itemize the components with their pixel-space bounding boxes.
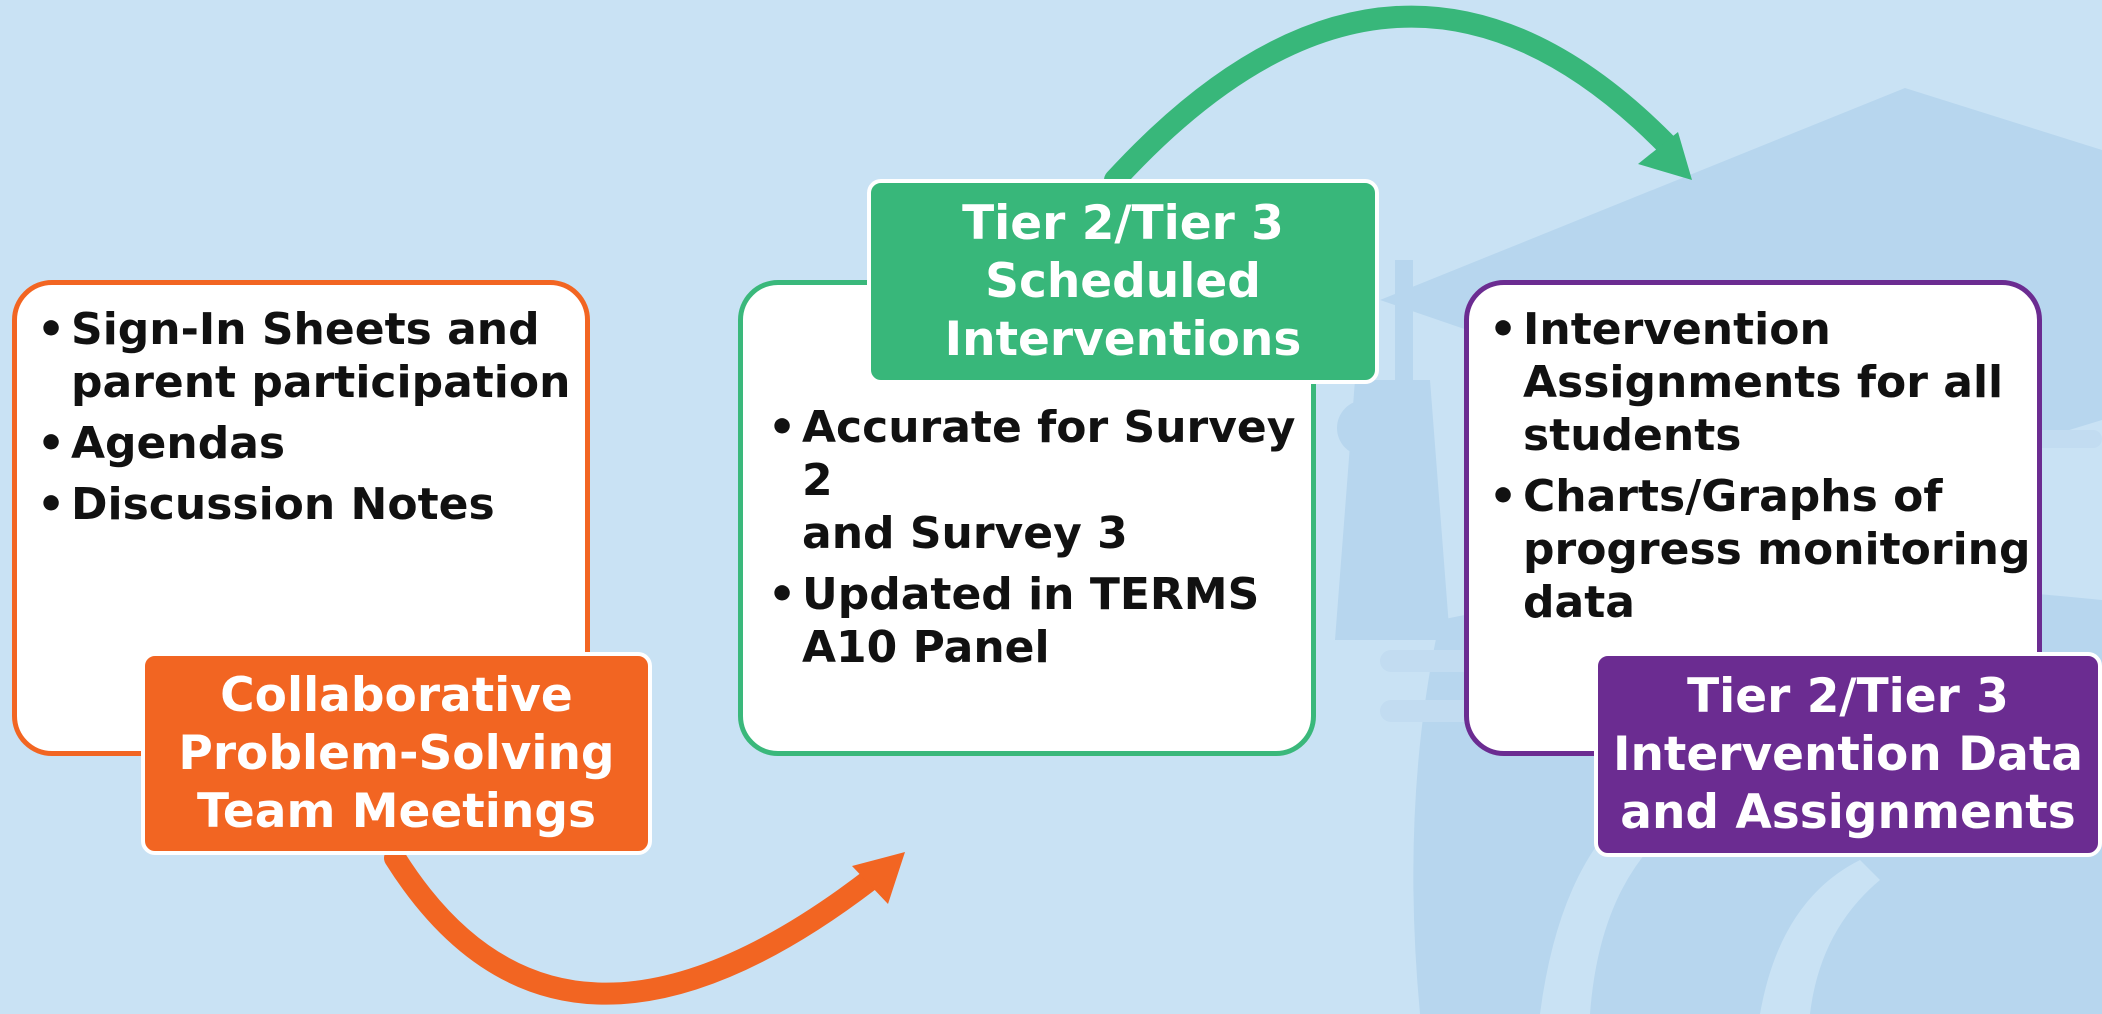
step-2-bullet-1: Accurate for Survey 2 and Survey 3 xyxy=(768,401,1311,560)
step-3-bullet-2-line-1: Charts/Graphs of xyxy=(1523,471,1943,522)
step-2-title-line-1: Tier 2/Tier 3 xyxy=(962,195,1284,251)
step-2-title: Tier 2/Tier 3 Scheduled Interventions xyxy=(867,179,1379,384)
step-2-bullet-1-line-2: and Survey 3 xyxy=(802,508,1128,559)
step-3-bullet-2-line-3: data xyxy=(1523,577,1635,628)
step-1-bullet-1-line-2: parent participation xyxy=(71,357,571,408)
step-1-title: Collaborative Problem-Solving Team Meeti… xyxy=(141,652,652,855)
step-1-bullet-1: Sign-In Sheets and parent participation xyxy=(37,303,570,409)
step-3-bullet-1-line-1: Intervention xyxy=(1523,304,1831,355)
step-3-title: Tier 2/Tier 3 Intervention Data and Assi… xyxy=(1594,652,2102,857)
green-curved-arrow xyxy=(1104,5,1681,191)
step-1-bullet-1-line-1: Sign-In Sheets and xyxy=(71,304,540,355)
step-3-title-line-3: and Assignments xyxy=(1620,784,2076,840)
step-1-bullet-3: Discussion Notes xyxy=(37,478,570,531)
step-3-bullet-2: Charts/Graphs of progress monitoring dat… xyxy=(1489,470,2031,629)
step-1-title-line-2: Problem-Solving xyxy=(178,725,615,781)
step-3-bullet-1: Intervention Assignments for all student… xyxy=(1489,303,2031,462)
green-arrowhead xyxy=(1638,132,1692,180)
step-2-bullet-2: Updated in TERMS A10 Panel xyxy=(768,568,1311,674)
step-2-bullet-2-line-2: A10 Panel xyxy=(802,622,1050,673)
step-1-bullet-3-line-1: Discussion Notes xyxy=(71,479,495,530)
step-3-title-line-1: Tier 2/Tier 3 xyxy=(1687,668,2009,724)
step-3-title-line-2: Intervention Data xyxy=(1612,726,2084,782)
step-3-bullet-list: Intervention Assignments for all student… xyxy=(1489,303,2031,629)
step-2-bullet-list: Accurate for Survey 2 and Survey 3 Updat… xyxy=(768,401,1311,674)
orange-curved-arrow xyxy=(384,847,886,1005)
step-1-bullet-list: Sign-In Sheets and parent participation … xyxy=(37,303,570,531)
step-1-title-line-1: Collaborative xyxy=(220,667,573,723)
step-2-title-line-2: Scheduled xyxy=(985,253,1261,309)
step-3-bullet-1-line-3: students xyxy=(1523,410,1742,461)
step-1-bullet-2: Agendas xyxy=(37,417,570,470)
step-2-title-line-3: Interventions xyxy=(944,311,1302,367)
step-1-title-line-3: Team Meetings xyxy=(197,783,596,839)
step-2-bullet-1-line-1: Accurate for Survey 2 xyxy=(802,402,1296,506)
step-3-bullet-2-line-2: progress monitoring xyxy=(1523,524,2031,575)
step-1-bullet-2-line-1: Agendas xyxy=(71,418,286,469)
step-3-bullet-1-line-2: Assignments for all xyxy=(1523,357,2004,408)
step-2-bullet-2-line-1: Updated in TERMS xyxy=(802,569,1260,620)
orange-arrowhead xyxy=(852,852,905,904)
